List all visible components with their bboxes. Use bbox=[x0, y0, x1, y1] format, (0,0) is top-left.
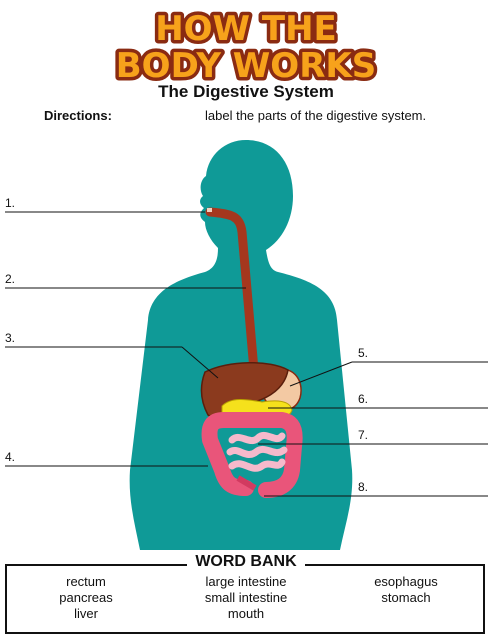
word-bank-item: small intestine bbox=[204, 590, 288, 605]
label-3: 3. bbox=[5, 331, 15, 345]
label-4: 4. bbox=[5, 450, 15, 464]
label-1: 1. bbox=[5, 196, 15, 210]
word-bank-item: rectum bbox=[66, 574, 106, 589]
label-5: 5. bbox=[358, 346, 368, 360]
small-intestine bbox=[226, 431, 288, 472]
word-bank-item: stomach bbox=[381, 590, 431, 605]
digestive-system-figure: 1. 2. 3. 4. 5. 6. 7. 8. bbox=[0, 130, 492, 550]
logo-line1: HOW THE bbox=[155, 9, 337, 49]
logo-line2-outline: BODY WORKS bbox=[116, 46, 376, 84]
label-lines bbox=[5, 211, 488, 497]
word-bank-title: WORD BANK bbox=[187, 553, 305, 570]
word-bank-item: mouth bbox=[227, 606, 265, 621]
label-7: 7. bbox=[358, 428, 368, 442]
label-8: 8. bbox=[358, 480, 368, 494]
word-bank-title-wrap: WORD BANK bbox=[0, 553, 492, 571]
large-intestine bbox=[201, 412, 303, 498]
label-6: 6. bbox=[358, 392, 368, 406]
logo-line2: BODY WORKS bbox=[116, 46, 376, 84]
word-bank-item bbox=[332, 606, 480, 621]
directions-text: label the parts of the digestive system. bbox=[205, 108, 427, 123]
word-bank-item: large intestine bbox=[205, 574, 287, 589]
logo-line1-outline: HOW THE bbox=[155, 9, 337, 49]
label-2: 2. bbox=[5, 272, 15, 286]
word-bank-item: esophagus bbox=[374, 574, 438, 589]
word-bank-item: pancreas bbox=[59, 590, 113, 605]
word-bank-list: rectum large intestine esophagus pancrea… bbox=[12, 574, 480, 621]
directions-label: Directions: bbox=[44, 108, 112, 123]
word-bank-item: liver bbox=[74, 606, 98, 621]
esophagus bbox=[205, 207, 259, 375]
how-the-body-works-logo: HOW THE HOW THE BODY WORKS BODY WORKS bbox=[0, 4, 492, 85]
page-title: The Digestive System bbox=[158, 82, 334, 101]
